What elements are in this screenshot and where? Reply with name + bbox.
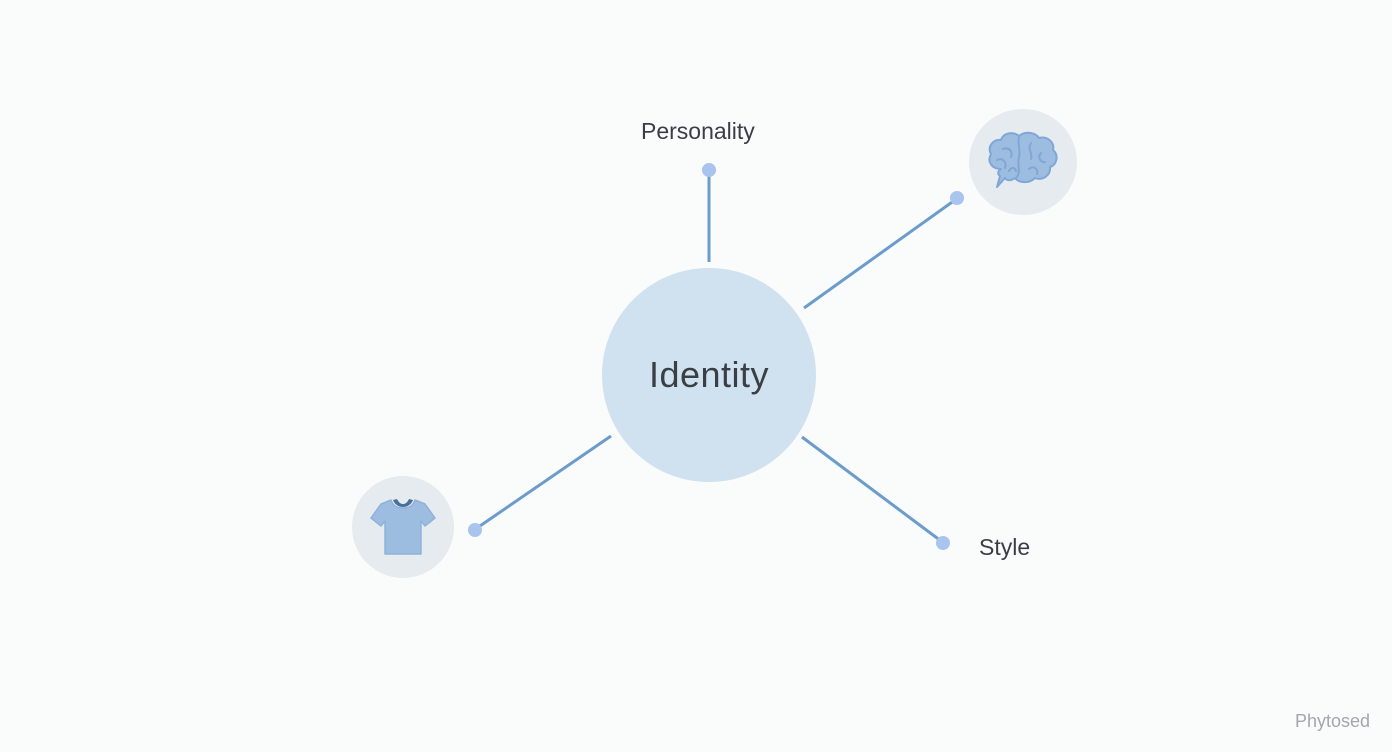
endpoint-clothing	[468, 523, 482, 537]
identity-node: Identity	[602, 268, 816, 482]
personality-label: Personality	[641, 118, 755, 144]
clothing-node	[352, 476, 454, 578]
style-label: Style	[979, 534, 1031, 560]
brain-node	[969, 109, 1077, 215]
connector-clothing	[476, 434, 612, 530]
watermark: Phytosed	[1294, 711, 1370, 731]
endpoint-personality	[702, 163, 716, 177]
tshirt-icon	[370, 499, 436, 555]
endpoint-style	[936, 536, 950, 550]
brain-icon	[988, 131, 1058, 188]
connector-style	[801, 435, 942, 543]
identity-label: Identity	[648, 354, 770, 395]
endpoint-brain	[950, 191, 964, 205]
connector-brain	[803, 198, 956, 310]
